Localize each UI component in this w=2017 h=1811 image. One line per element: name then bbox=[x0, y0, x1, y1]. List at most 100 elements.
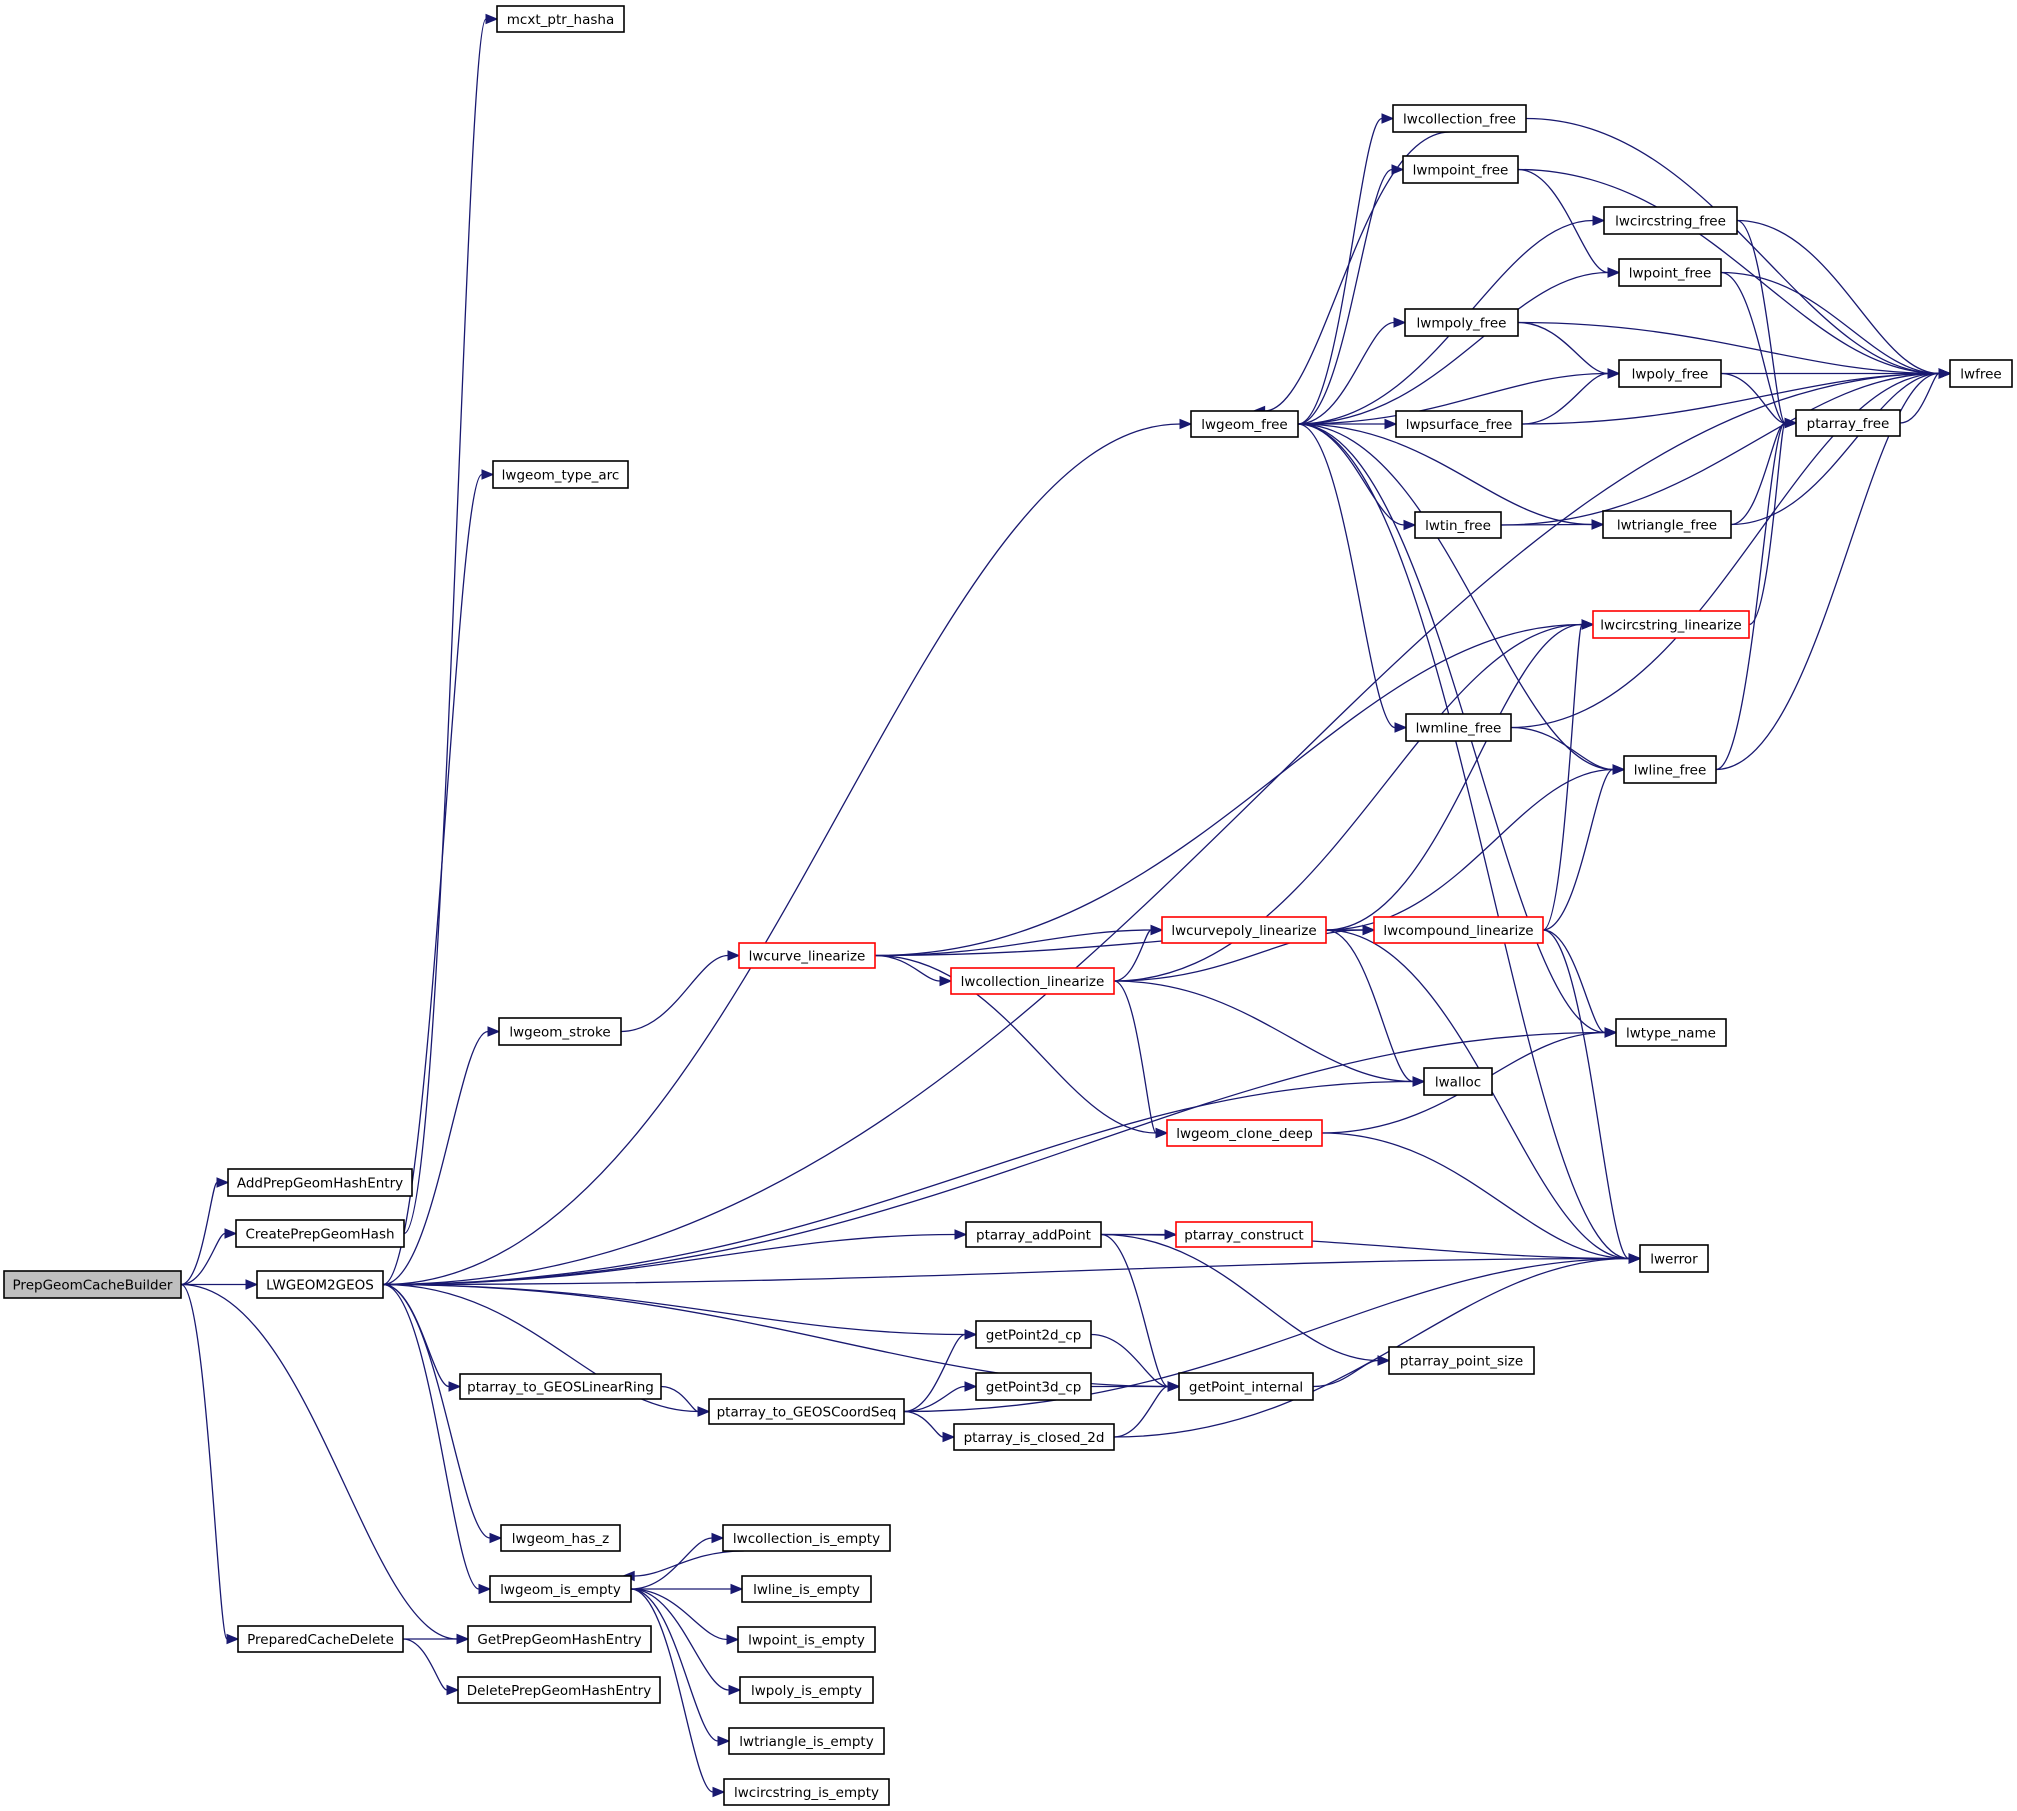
node-box[interactable] bbox=[496, 5, 625, 33]
node-get-point3d-cp[interactable]: getPoint3d_cp bbox=[975, 1372, 1092, 1401]
node-box[interactable] bbox=[741, 1575, 872, 1603]
node-lwalloc[interactable]: lwalloc bbox=[1423, 1067, 1493, 1096]
node-box[interactable] bbox=[975, 1320, 1092, 1349]
node-box[interactable] bbox=[1423, 1067, 1493, 1096]
node-lwmpoly-free[interactable]: lwmpoly_free bbox=[1404, 308, 1519, 337]
node-box[interactable] bbox=[227, 1168, 413, 1197]
node-box[interactable] bbox=[492, 460, 629, 489]
node-ptarray-add-point[interactable]: ptarray_addPoint bbox=[965, 1221, 1102, 1248]
node-lwgeom-free[interactable]: lwgeom_free bbox=[1190, 410, 1299, 438]
node-lwgeom-type-arc[interactable]: lwgeom_type_arc bbox=[492, 460, 629, 489]
node-box[interactable] bbox=[1395, 410, 1523, 438]
node-lwcollection-linearize[interactable]: lwcollection_linearize bbox=[950, 967, 1115, 995]
node-box[interactable] bbox=[500, 1524, 621, 1552]
node-prepared-cache-delete[interactable]: PreparedCacheDelete bbox=[237, 1625, 404, 1653]
node-lwcircstring-is-empty[interactable]: lwcircstring_is_empty bbox=[723, 1778, 890, 1806]
node-lwcollection-is-empty[interactable]: lwcollection_is_empty bbox=[722, 1524, 891, 1552]
node-lwgeom-clone-deep[interactable]: lwgeom_clone_deep bbox=[1166, 1119, 1323, 1147]
node-box[interactable] bbox=[738, 942, 876, 969]
node-delete-prep-geom-hash-entry[interactable]: DeletePrepGeomHashEntry bbox=[457, 1676, 661, 1704]
node-lwcompound-linearize[interactable]: lwcompound_linearize bbox=[1373, 916, 1544, 944]
node-lwtype-name[interactable]: lwtype_name bbox=[1615, 1018, 1727, 1047]
node-box[interactable] bbox=[1161, 916, 1327, 944]
node-lwtriangle-is-empty[interactable]: lwtriangle_is_empty bbox=[728, 1727, 885, 1755]
node-lwpoint-free[interactable]: lwpoint_free bbox=[1618, 258, 1722, 287]
node-lwcurvepoly-linearize[interactable]: lwcurvepoly_linearize bbox=[1161, 916, 1327, 944]
node-box[interactable] bbox=[1618, 359, 1722, 388]
node-lwline-free[interactable]: lwline_free bbox=[1623, 755, 1717, 784]
node-box[interactable] bbox=[498, 1017, 622, 1046]
node-box[interactable] bbox=[1175, 1221, 1313, 1248]
node-box[interactable] bbox=[708, 1398, 905, 1425]
node-box[interactable] bbox=[1618, 258, 1722, 287]
node-box[interactable] bbox=[1405, 713, 1512, 742]
node-get-point-internal[interactable]: getPoint_internal bbox=[1178, 1372, 1314, 1401]
node-lwgeom-has-z[interactable]: lwgeom_has_z bbox=[500, 1524, 621, 1552]
node-box[interactable] bbox=[739, 1676, 874, 1704]
node-lwgeom-is-empty[interactable]: lwgeom_is_empty bbox=[489, 1575, 632, 1603]
node-get-prep-geom-hash-entry[interactable]: GetPrepGeomHashEntry bbox=[467, 1625, 652, 1653]
node-lwfree[interactable]: lwfree bbox=[1949, 359, 2013, 388]
node-box[interactable] bbox=[1795, 409, 1901, 437]
node-box[interactable] bbox=[1615, 1018, 1727, 1047]
node-box[interactable] bbox=[1178, 1372, 1314, 1401]
node-box[interactable] bbox=[950, 967, 1115, 995]
node-lwpoly-is-empty[interactable]: lwpoly_is_empty bbox=[739, 1676, 874, 1704]
node-box[interactable] bbox=[1949, 359, 2013, 388]
node-prep-geom-cache-builder[interactable]: PrepGeomCacheBuilder bbox=[3, 1270, 182, 1299]
node-box[interactable] bbox=[723, 1778, 890, 1806]
node-box[interactable] bbox=[1592, 610, 1750, 639]
node-box[interactable] bbox=[1388, 1346, 1535, 1375]
node-box[interactable] bbox=[1414, 511, 1502, 539]
node-ptarray-is-closed-2d[interactable]: ptarray_is_closed_2d bbox=[953, 1423, 1115, 1451]
node-box[interactable] bbox=[489, 1575, 632, 1603]
node-box[interactable] bbox=[728, 1727, 885, 1755]
node-box[interactable] bbox=[467, 1625, 652, 1653]
node-lwgeom-stroke[interactable]: lwgeom_stroke bbox=[498, 1017, 622, 1046]
node-box[interactable] bbox=[975, 1372, 1092, 1401]
node-box[interactable] bbox=[457, 1676, 661, 1704]
node-box[interactable] bbox=[965, 1221, 1102, 1248]
node-box[interactable] bbox=[1402, 155, 1519, 184]
node-box[interactable] bbox=[1392, 104, 1527, 133]
node-get-point2d-cp[interactable]: getPoint2d_cp bbox=[975, 1320, 1092, 1349]
node-box[interactable] bbox=[1639, 1244, 1709, 1273]
node-ptarray-point-size[interactable]: ptarray_point_size bbox=[1388, 1346, 1535, 1375]
node-box[interactable] bbox=[1602, 510, 1732, 539]
node-box[interactable] bbox=[3, 1270, 182, 1299]
node-ptarray-to-geoslinear-ring[interactable]: ptarray_to_GEOSLinearRing bbox=[459, 1373, 662, 1400]
node-lwmline-free[interactable]: lwmline_free bbox=[1405, 713, 1512, 742]
node-lwpoint-is-empty[interactable]: lwpoint_is_empty bbox=[737, 1626, 876, 1653]
node-add-prep-geom-hash-entry[interactable]: AddPrepGeomHashEntry bbox=[227, 1168, 413, 1197]
node-lwgeom2-geos[interactable]: LWGEOM2GEOS bbox=[256, 1270, 384, 1299]
node-box[interactable] bbox=[256, 1270, 384, 1299]
node-box[interactable] bbox=[1190, 410, 1299, 438]
node-mcxt-ptr-hasha[interactable]: mcxt_ptr_hasha bbox=[496, 5, 625, 33]
node-box[interactable] bbox=[953, 1423, 1115, 1451]
node-ptarray-free[interactable]: ptarray_free bbox=[1795, 409, 1901, 437]
node-lwmpoint-free[interactable]: lwmpoint_free bbox=[1402, 155, 1519, 184]
node-lwpoly-free[interactable]: lwpoly_free bbox=[1618, 359, 1722, 388]
node-box[interactable] bbox=[1166, 1119, 1323, 1147]
node-lwcurve-linearize[interactable]: lwcurve_linearize bbox=[738, 942, 876, 969]
node-lwcircstring-linearize[interactable]: lwcircstring_linearize bbox=[1592, 610, 1750, 639]
node-lwcollection-free[interactable]: lwcollection_free bbox=[1392, 104, 1527, 133]
node-lwtriangle-free[interactable]: lwtriangle_free bbox=[1602, 510, 1732, 539]
node-ptarray-construct[interactable]: ptarray_construct bbox=[1175, 1221, 1313, 1248]
node-box[interactable] bbox=[235, 1219, 405, 1248]
node-lwcircstring-free[interactable]: lwcircstring_free bbox=[1603, 206, 1738, 235]
node-ptarray-to-geoscoord-seq[interactable]: ptarray_to_GEOSCoordSeq bbox=[708, 1398, 905, 1425]
node-box[interactable] bbox=[737, 1626, 876, 1653]
node-lwline-is-empty[interactable]: lwline_is_empty bbox=[741, 1575, 872, 1603]
node-box[interactable] bbox=[1404, 308, 1519, 337]
node-create-prep-geom-hash[interactable]: CreatePrepGeomHash bbox=[235, 1219, 405, 1248]
node-lwtin-free[interactable]: lwtin_free bbox=[1414, 511, 1502, 539]
node-lwerror[interactable]: lwerror bbox=[1639, 1244, 1709, 1273]
node-box[interactable] bbox=[1373, 916, 1544, 944]
node-lwpsurface-free[interactable]: lwpsurface_free bbox=[1395, 410, 1523, 438]
node-box[interactable] bbox=[1603, 206, 1738, 235]
node-box[interactable] bbox=[1623, 755, 1717, 784]
node-box[interactable] bbox=[722, 1524, 891, 1552]
node-box[interactable] bbox=[237, 1625, 404, 1653]
node-box[interactable] bbox=[459, 1373, 662, 1400]
